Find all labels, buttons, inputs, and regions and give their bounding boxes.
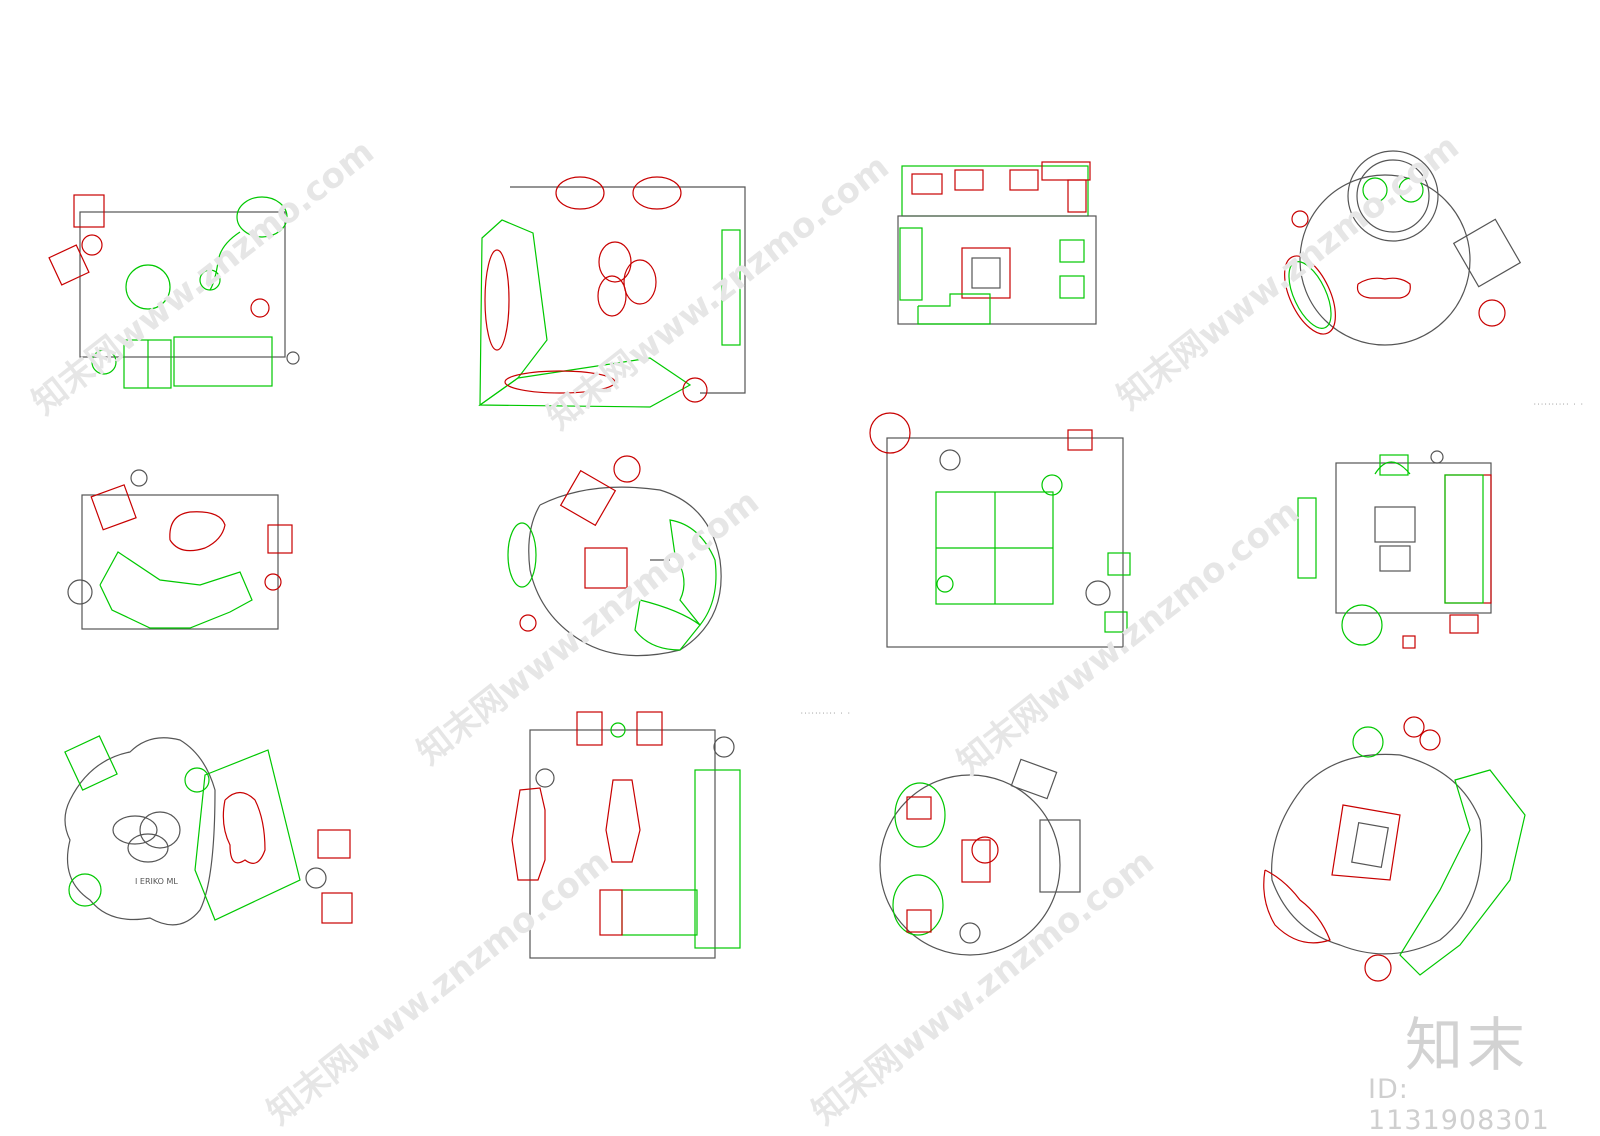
- image-id: ID: 1131908301: [1368, 1074, 1550, 1136]
- living-room-plan-7: [869, 412, 1131, 648]
- living-room-plan-5: [67, 469, 293, 630]
- living-room-plan-4: [1284, 150, 1522, 346]
- plan-label: I ERIKO ML: [135, 877, 178, 886]
- brand-logo: 知末: [1405, 1011, 1530, 1079]
- living-room-plan-3: [897, 161, 1097, 325]
- tiny-note: ·········· · ·: [1533, 401, 1584, 408]
- living-room-plan-2: [478, 176, 746, 408]
- living-room-plan-9: I ERIKO ML: [64, 735, 353, 926]
- tiny-note: ·········· · ·: [800, 710, 851, 717]
- living-room-plan-8: [1297, 450, 1492, 649]
- living-room-plan-1: [48, 194, 300, 389]
- living-room-plan-11: [879, 758, 1081, 956]
- living-room-plan-6: [507, 455, 722, 657]
- living-room-plan-12: [1263, 716, 1526, 982]
- living-room-plan-10: [511, 711, 741, 959]
